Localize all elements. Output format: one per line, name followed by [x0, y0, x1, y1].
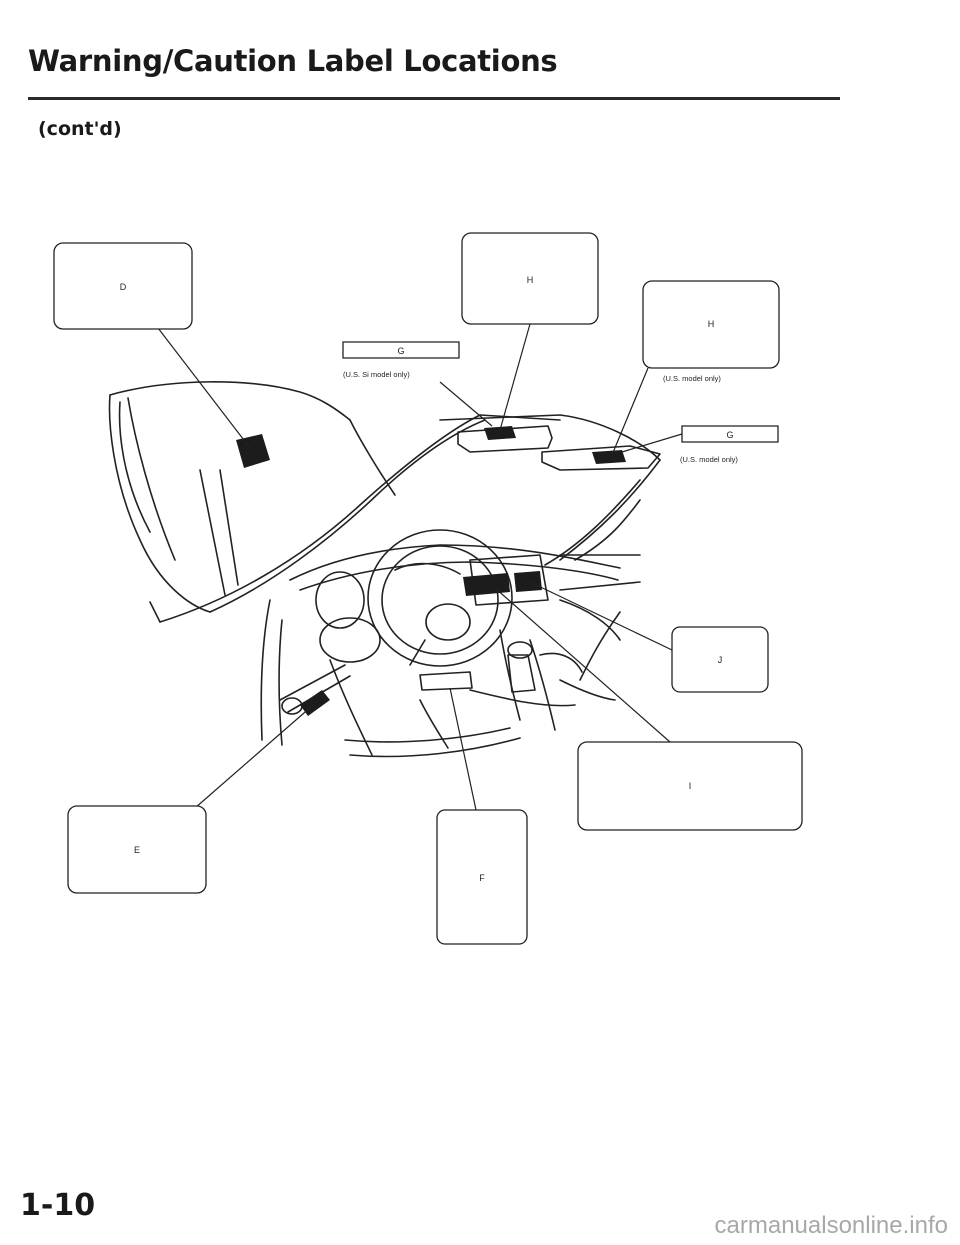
- label-h-left-mark: [484, 426, 516, 440]
- label-marks: [236, 426, 626, 716]
- label-cluster-mark: [463, 573, 510, 596]
- callout-box-e: [67, 805, 207, 894]
- watermark: carmanualsonline.info: [714, 1212, 948, 1239]
- leader-i: [494, 587, 671, 743]
- label-j: J: [718, 655, 723, 665]
- callout-box-i: [577, 741, 803, 831]
- label-j-mark: [514, 571, 542, 592]
- callout-box-h-left: [461, 232, 599, 325]
- label-e: E: [134, 845, 140, 855]
- page-subtitle: (cont'd): [38, 118, 122, 140]
- callout-box-g-left: [342, 341, 460, 359]
- callout-box-g-right: [681, 425, 779, 443]
- leader-g-right: [621, 433, 683, 453]
- callout-boxes: [53, 232, 803, 945]
- callout-box-d: [53, 242, 193, 330]
- leader-h-right: [611, 367, 649, 456]
- note-g-right: (U.S. model only): [680, 455, 738, 464]
- leader-e: [194, 705, 313, 809]
- callout-box-j: [671, 626, 769, 693]
- leader-j: [529, 581, 673, 651]
- page-number: 1-10: [20, 1188, 96, 1223]
- page-title: Warning/Caution Label Locations: [28, 44, 558, 78]
- label-d-mark: [236, 434, 270, 468]
- callout-box-f: [436, 809, 528, 945]
- title-divider: [28, 97, 840, 100]
- label-i: I: [689, 781, 692, 791]
- label-f: F: [479, 873, 485, 883]
- callout-box-h-right: [642, 280, 780, 369]
- leader-h-left: [499, 323, 531, 431]
- label-h-left: H: [527, 275, 534, 285]
- leader-f: [449, 687, 477, 811]
- label-h-right-mark: [592, 450, 626, 464]
- leader-g-left: [439, 381, 493, 427]
- leader-d: [157, 327, 251, 449]
- label-h-right: H: [708, 319, 715, 329]
- car-interior-drawing: [108, 381, 661, 758]
- leader-lines: [157, 323, 683, 811]
- label-g-right: G: [726, 430, 733, 440]
- label-d: D: [120, 282, 127, 292]
- note-g-left: (U.S. Si model only): [343, 370, 410, 379]
- label-g-left: G: [397, 346, 404, 356]
- note-h-right: (U.S. model only): [663, 374, 721, 383]
